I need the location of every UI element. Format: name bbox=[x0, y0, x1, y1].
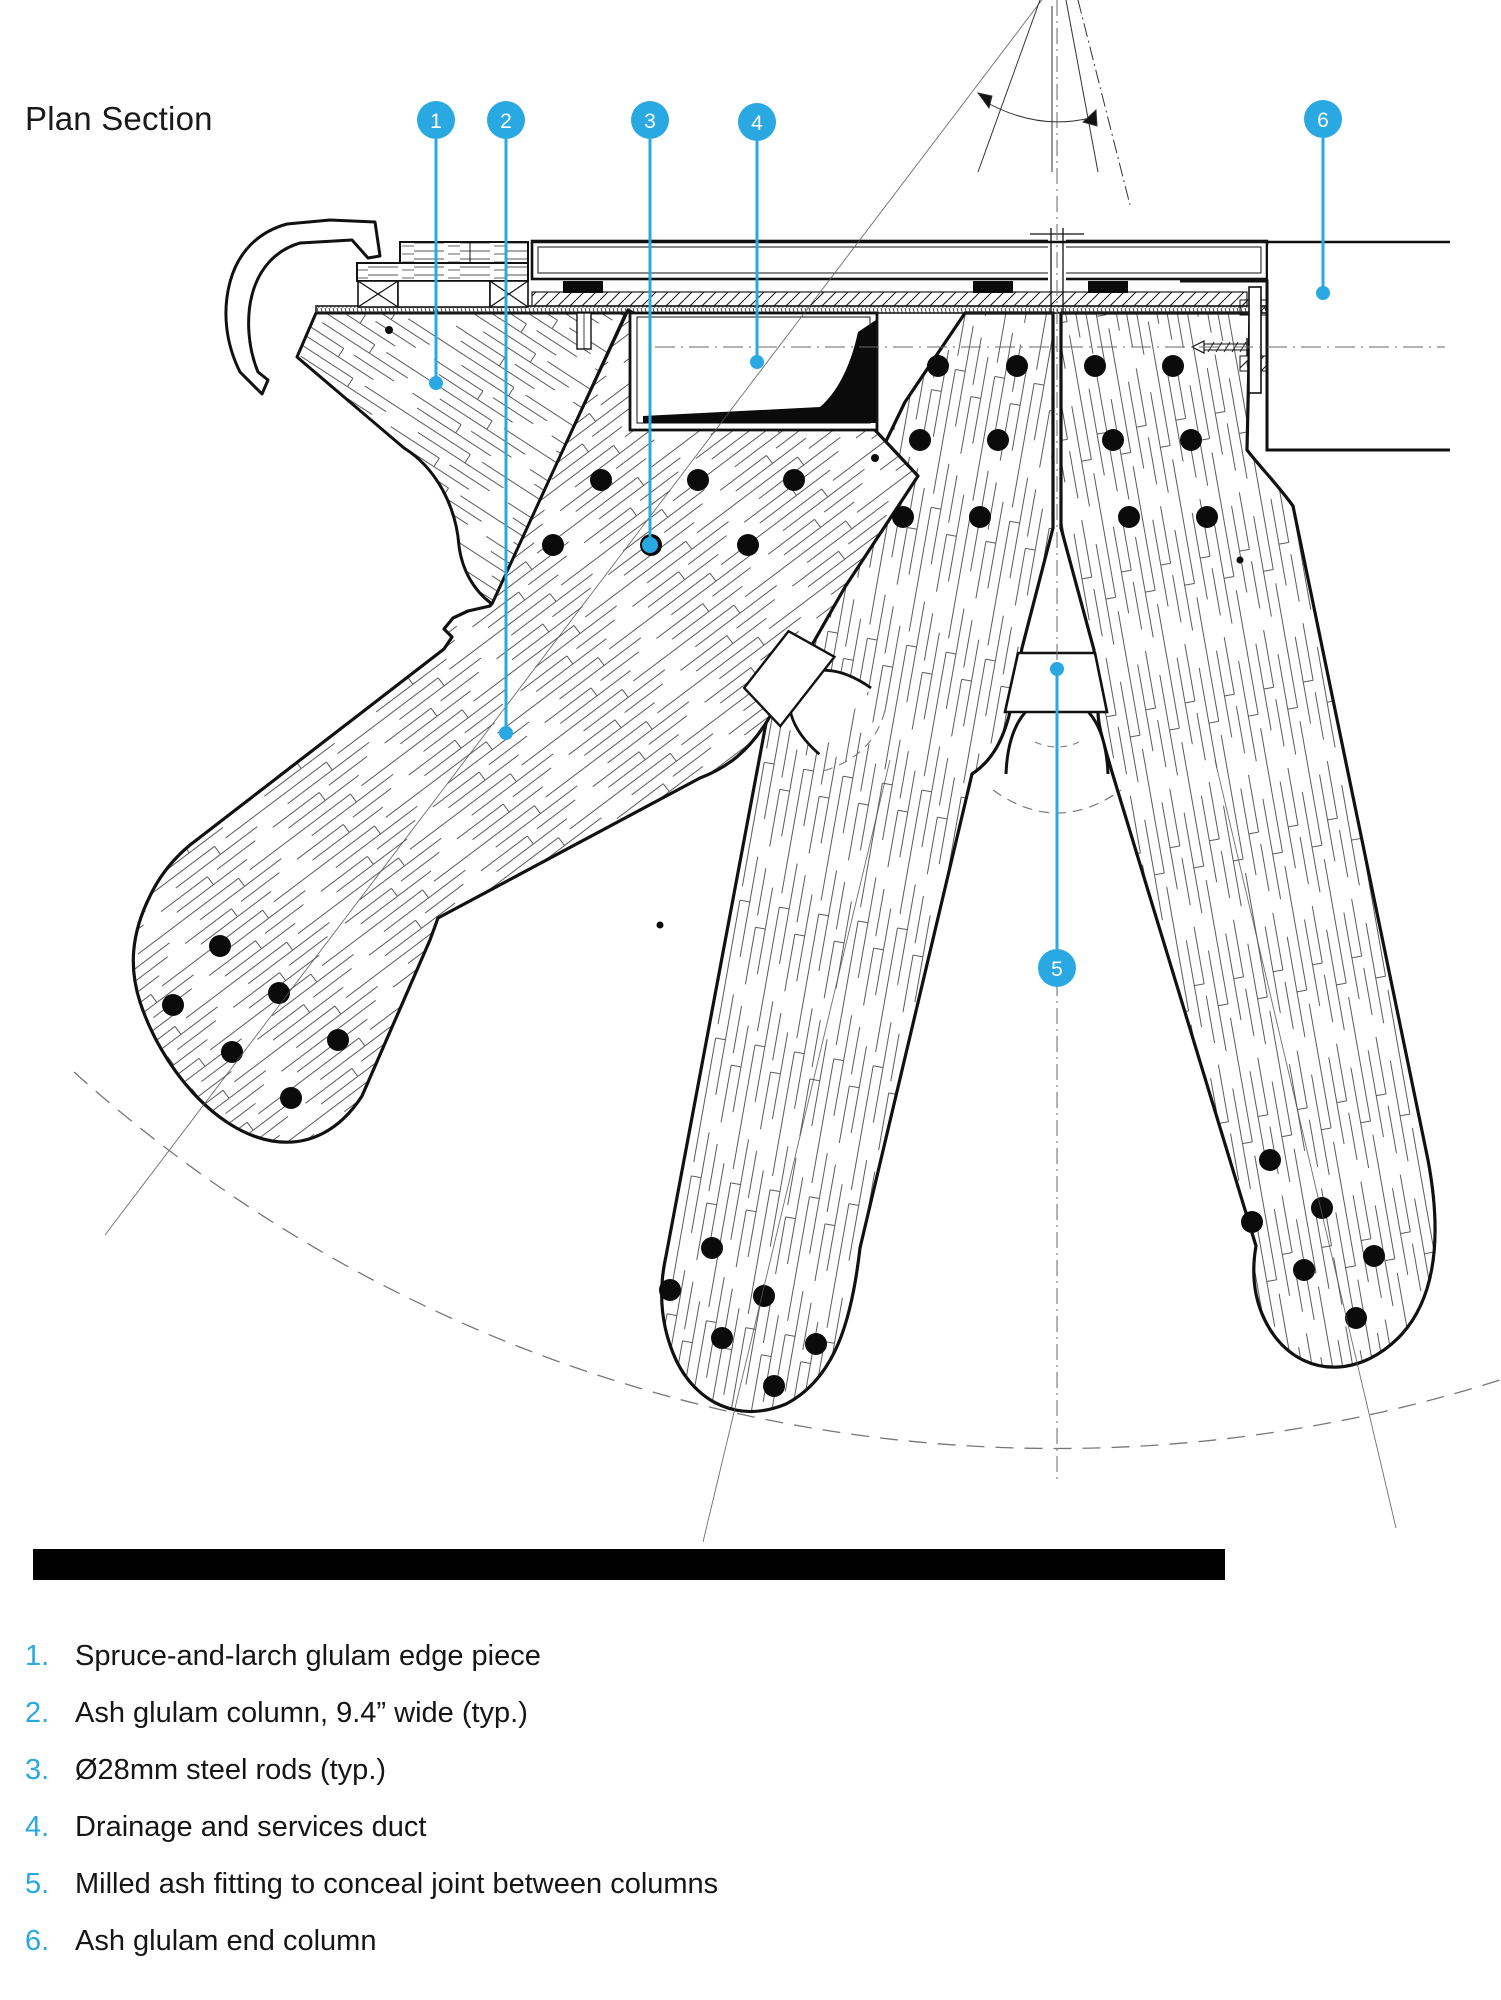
svg-text:2: 2 bbox=[500, 110, 512, 133]
legend-number: 2. bbox=[25, 1697, 50, 1729]
svg-text:4: 4 bbox=[751, 112, 763, 135]
hatch-band bbox=[531, 291, 1248, 307]
page-title: Plan Section bbox=[25, 100, 213, 137]
legend-text: Ash glulam end column bbox=[75, 1925, 377, 1957]
wood-blocking bbox=[356, 241, 529, 308]
svg-text:1: 1 bbox=[430, 110, 442, 133]
legend-item-6: 6. Ash glulam end column bbox=[25, 1913, 1125, 1970]
scale-bar bbox=[33, 1549, 1225, 1580]
legend-number: 1. bbox=[25, 1640, 50, 1672]
steel-rod-bolts bbox=[162, 326, 1385, 1397]
legend-item-1: 1. Spruce-and-larch glulam edge piece bbox=[25, 1628, 1125, 1685]
legend-text: Milled ash fitting to conceal joint betw… bbox=[75, 1868, 719, 1900]
callout-6: 6 bbox=[1304, 100, 1342, 300]
legend-number: 5. bbox=[25, 1868, 50, 1900]
drainage-duct bbox=[628, 311, 879, 432]
roof-assembly bbox=[315, 228, 1450, 452]
legend-text: Drainage and services duct bbox=[75, 1811, 427, 1843]
callouts: 1 2 3 4 5 6 bbox=[417, 100, 1342, 987]
legend-text: Ø28mm steel rods (typ.) bbox=[75, 1754, 387, 1786]
milled-fitting-left bbox=[742, 629, 889, 772]
legend-text: Ash glulam column, 9.4” wide (typ.) bbox=[75, 1697, 528, 1729]
legend-text: Spruce-and-larch glulam edge piece bbox=[75, 1640, 541, 1672]
packers bbox=[563, 281, 1128, 293]
legend-item-5: 5. Milled ash fitting to conceal joint b… bbox=[25, 1856, 1125, 1913]
legend-item-4: 4. Drainage and services duct bbox=[25, 1799, 1125, 1856]
legend: 1. Spruce-and-larch glulam edge piece 2.… bbox=[25, 1628, 1125, 1970]
legend-item-3: 3. Ø28mm steel rods (typ.) bbox=[25, 1742, 1125, 1799]
steel-plate-screw bbox=[1190, 286, 1267, 394]
callout-4: 4 bbox=[738, 103, 776, 369]
legend-number: 3. bbox=[25, 1754, 50, 1786]
svg-text:3: 3 bbox=[644, 110, 656, 133]
callout-5: 5 bbox=[1038, 662, 1076, 987]
svg-text:6: 6 bbox=[1317, 109, 1329, 132]
column-middle-right bbox=[1059, 311, 1437, 1369]
callout-2: 2 bbox=[487, 101, 525, 740]
fan-lines bbox=[976, 0, 1131, 206]
duct-black-wedge bbox=[643, 320, 876, 423]
legend-item-2: 2. Ash glulam column, 9.4” wide (typ.) bbox=[25, 1685, 1125, 1742]
callout-1: 1 bbox=[417, 101, 455, 390]
legend-number: 4. bbox=[25, 1811, 50, 1843]
edge-profile-hook bbox=[224, 218, 382, 396]
legend-number: 6. bbox=[25, 1925, 50, 1957]
callout-3: 3 bbox=[631, 101, 669, 553]
svg-text:5: 5 bbox=[1051, 958, 1063, 981]
setting-out-arc bbox=[73, 1071, 1501, 1450]
